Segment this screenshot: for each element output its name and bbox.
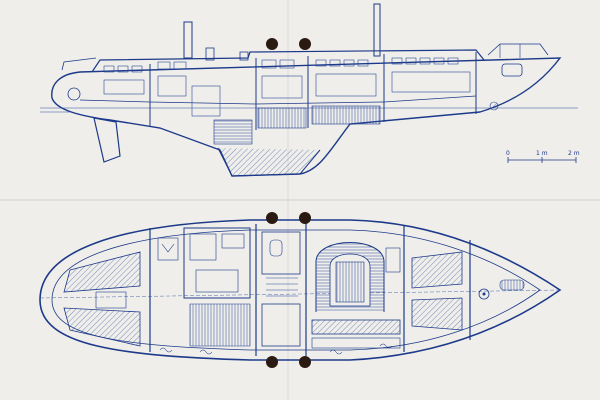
punch-hole-top-left bbox=[266, 38, 278, 50]
upper-lockers bbox=[103, 57, 459, 73]
vent-cowl bbox=[205, 47, 215, 61]
hull-plan-outline bbox=[39, 219, 562, 361]
companion-steps bbox=[266, 277, 298, 297]
punch-holes bbox=[266, 38, 311, 368]
v-berth-starboard bbox=[411, 297, 463, 331]
punch-hole-bottom-left bbox=[266, 356, 278, 368]
mast-step bbox=[478, 288, 490, 300]
sink bbox=[221, 233, 245, 249]
saloon-lockers bbox=[311, 337, 401, 349]
winch bbox=[239, 51, 249, 61]
quarter-berth bbox=[189, 303, 251, 347]
fender-stowage bbox=[499, 279, 525, 291]
engine-bay bbox=[213, 119, 253, 145]
punch-hole-bottom-right bbox=[299, 356, 311, 368]
hull-inner-outline bbox=[51, 229, 541, 351]
mizzen-mast-stub bbox=[183, 21, 193, 59]
sink-icon bbox=[161, 243, 175, 253]
punch-hole-top-right bbox=[299, 38, 311, 50]
chain-pile bbox=[489, 101, 499, 111]
table-leaf bbox=[335, 261, 365, 303]
keel bbox=[217, 147, 321, 177]
cabin-top-outline bbox=[91, 49, 485, 73]
hanging-locker bbox=[261, 303, 301, 347]
main-mast-stub bbox=[373, 3, 381, 57]
aft-berth-port bbox=[63, 251, 141, 293]
saloon-settee-starboard bbox=[311, 319, 401, 335]
scale-label-2m: 2 m bbox=[568, 150, 580, 157]
aft-locker-port bbox=[157, 237, 179, 261]
centerline bbox=[39, 289, 561, 299]
aft-locker bbox=[67, 87, 81, 101]
stern-rail bbox=[61, 57, 97, 71]
aft-berth-starboard bbox=[63, 307, 141, 347]
scale-label-1m: 1 m bbox=[536, 150, 548, 157]
punch-hole-mid-left bbox=[266, 212, 278, 224]
saloon-cabinet bbox=[385, 247, 401, 273]
anchor-locker bbox=[501, 63, 523, 77]
scale-bar: 0 1 m 2 m bbox=[506, 150, 580, 163]
toilet-icon bbox=[269, 239, 283, 257]
plan-view bbox=[39, 219, 562, 361]
v-berth-port bbox=[411, 251, 463, 289]
sole-markings bbox=[159, 343, 393, 355]
galley-block bbox=[183, 227, 251, 299]
aft-cabin-table bbox=[95, 291, 127, 309]
nav-table bbox=[195, 269, 239, 293]
scale-label-0: 0 bbox=[506, 150, 510, 157]
water-tank bbox=[257, 107, 307, 129]
stove bbox=[189, 233, 217, 261]
heads-compartment bbox=[261, 231, 301, 275]
cabin-sole bbox=[79, 95, 477, 105]
punch-hole-mid-right bbox=[299, 212, 311, 224]
fuel-tank bbox=[311, 105, 381, 125]
rudder bbox=[93, 117, 121, 163]
profile-view: 0 1 m 2 m bbox=[40, 3, 580, 177]
lower-lockers bbox=[103, 71, 471, 117]
